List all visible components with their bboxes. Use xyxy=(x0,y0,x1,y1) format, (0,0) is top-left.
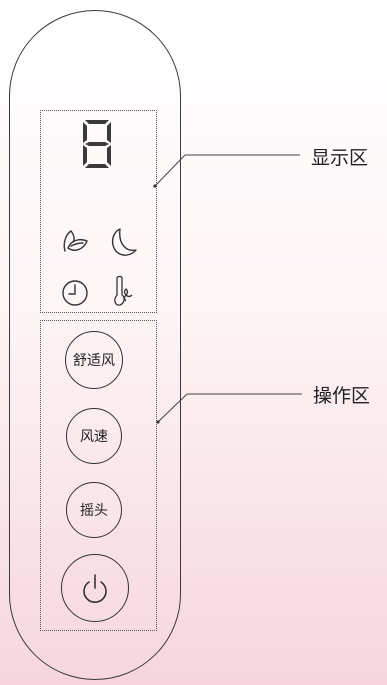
display-area-frame xyxy=(40,110,157,313)
oscillate-label: 摇头 xyxy=(80,503,108,519)
sleep-moon-icon xyxy=(111,228,137,256)
wind-speed-button[interactable]: 风速 xyxy=(66,408,122,464)
power-button[interactable] xyxy=(61,554,129,622)
display-area-label: 显示区 xyxy=(311,147,369,169)
remote-control-body xyxy=(9,10,181,680)
wind-speed-label: 风速 xyxy=(80,429,108,445)
comfort-mode-icon xyxy=(63,230,88,252)
thermometer-icon xyxy=(114,275,133,306)
comfort-wind-button[interactable]: 舒适风 xyxy=(65,331,123,389)
control-area-frame xyxy=(40,320,157,631)
seven-segment-digit xyxy=(83,120,111,168)
control-area-label: 操作区 xyxy=(313,385,371,407)
comfort-wind-label: 舒适风 xyxy=(73,353,115,369)
power-icon xyxy=(83,574,107,603)
timer-clock-icon xyxy=(62,280,88,306)
oscillate-button[interactable]: 摇头 xyxy=(66,482,122,538)
